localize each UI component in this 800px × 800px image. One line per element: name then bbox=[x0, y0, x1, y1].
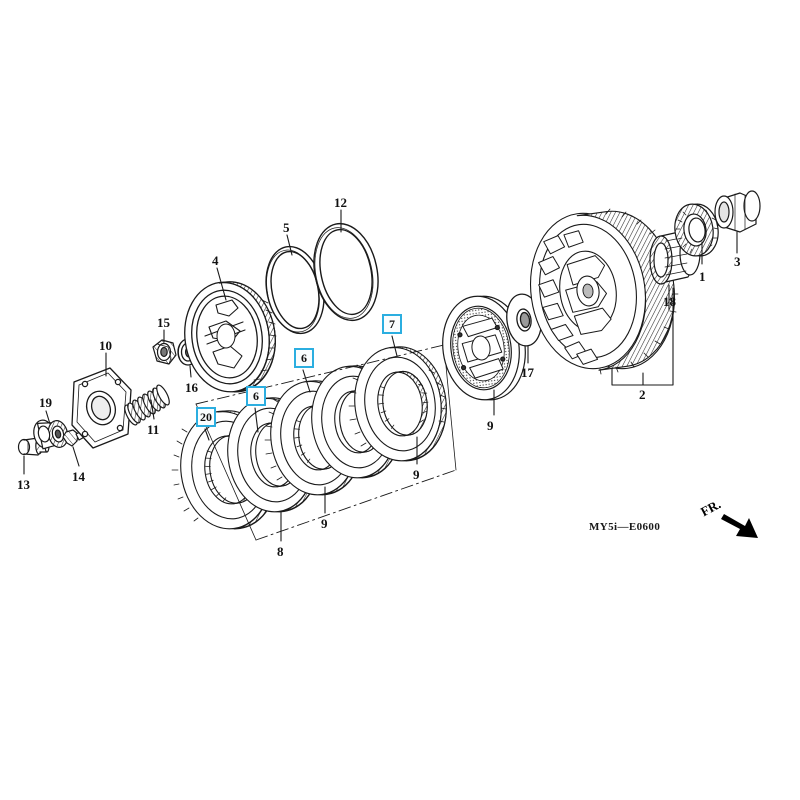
callout-3: 3 bbox=[734, 254, 741, 269]
part-1-splined-collar bbox=[674, 203, 719, 257]
highlighted-callout-6a[interactable]: 6 bbox=[246, 386, 266, 406]
part-7-friction-disc-c bbox=[348, 346, 447, 462]
callout-4: 4 bbox=[212, 253, 219, 268]
callout-1: 1 bbox=[699, 269, 706, 284]
highlighted-callout-8[interactable]: 20 bbox=[196, 407, 216, 427]
callout-17: 16 bbox=[185, 380, 198, 395]
callout-2: 2 bbox=[639, 387, 646, 402]
arrow-down-right-icon bbox=[721, 514, 758, 538]
callout-10: 9 bbox=[487, 418, 494, 433]
part-10-clutch-center bbox=[442, 295, 526, 401]
callout-16: 15 bbox=[157, 315, 170, 330]
callout-18: 17 bbox=[521, 365, 534, 380]
callout-11: 10 bbox=[99, 338, 112, 353]
part-16-lock-nut bbox=[152, 339, 177, 365]
part-13-outer-ring-large bbox=[313, 222, 379, 322]
callout-20: 19 bbox=[39, 395, 52, 410]
callout-15: 14 bbox=[72, 469, 85, 484]
callout-5: 5 bbox=[283, 220, 290, 235]
front-orientation-indicator: FR. bbox=[698, 496, 768, 542]
callout-12: 11 bbox=[147, 422, 160, 437]
part-3-sleeve-bushing bbox=[714, 190, 761, 233]
part-20-lifter-bearing bbox=[33, 419, 69, 450]
callout-9c: 9 bbox=[413, 467, 420, 482]
callout-9b: 9 bbox=[321, 516, 328, 531]
part-11-lifter-cover-plate bbox=[71, 367, 132, 449]
callout-19: 18 bbox=[663, 294, 676, 309]
part-2-clutch-outer-basket bbox=[529, 208, 679, 375]
callout-13: 12 bbox=[334, 195, 347, 210]
highlighted-callout-7[interactable]: 7 bbox=[382, 314, 402, 334]
callout-9a: 8 bbox=[277, 544, 284, 559]
part-4-clutch-lifter-plate bbox=[184, 281, 277, 393]
callout-14: 13 bbox=[17, 477, 30, 492]
part-code-label: MY5i—E0600 bbox=[589, 521, 661, 533]
leader-lines bbox=[23, 209, 738, 542]
highlighted-callout-6b[interactable]: 6 bbox=[294, 348, 314, 368]
part-5-outer-ring bbox=[265, 245, 325, 335]
part-12-clutch-spring bbox=[124, 384, 170, 426]
